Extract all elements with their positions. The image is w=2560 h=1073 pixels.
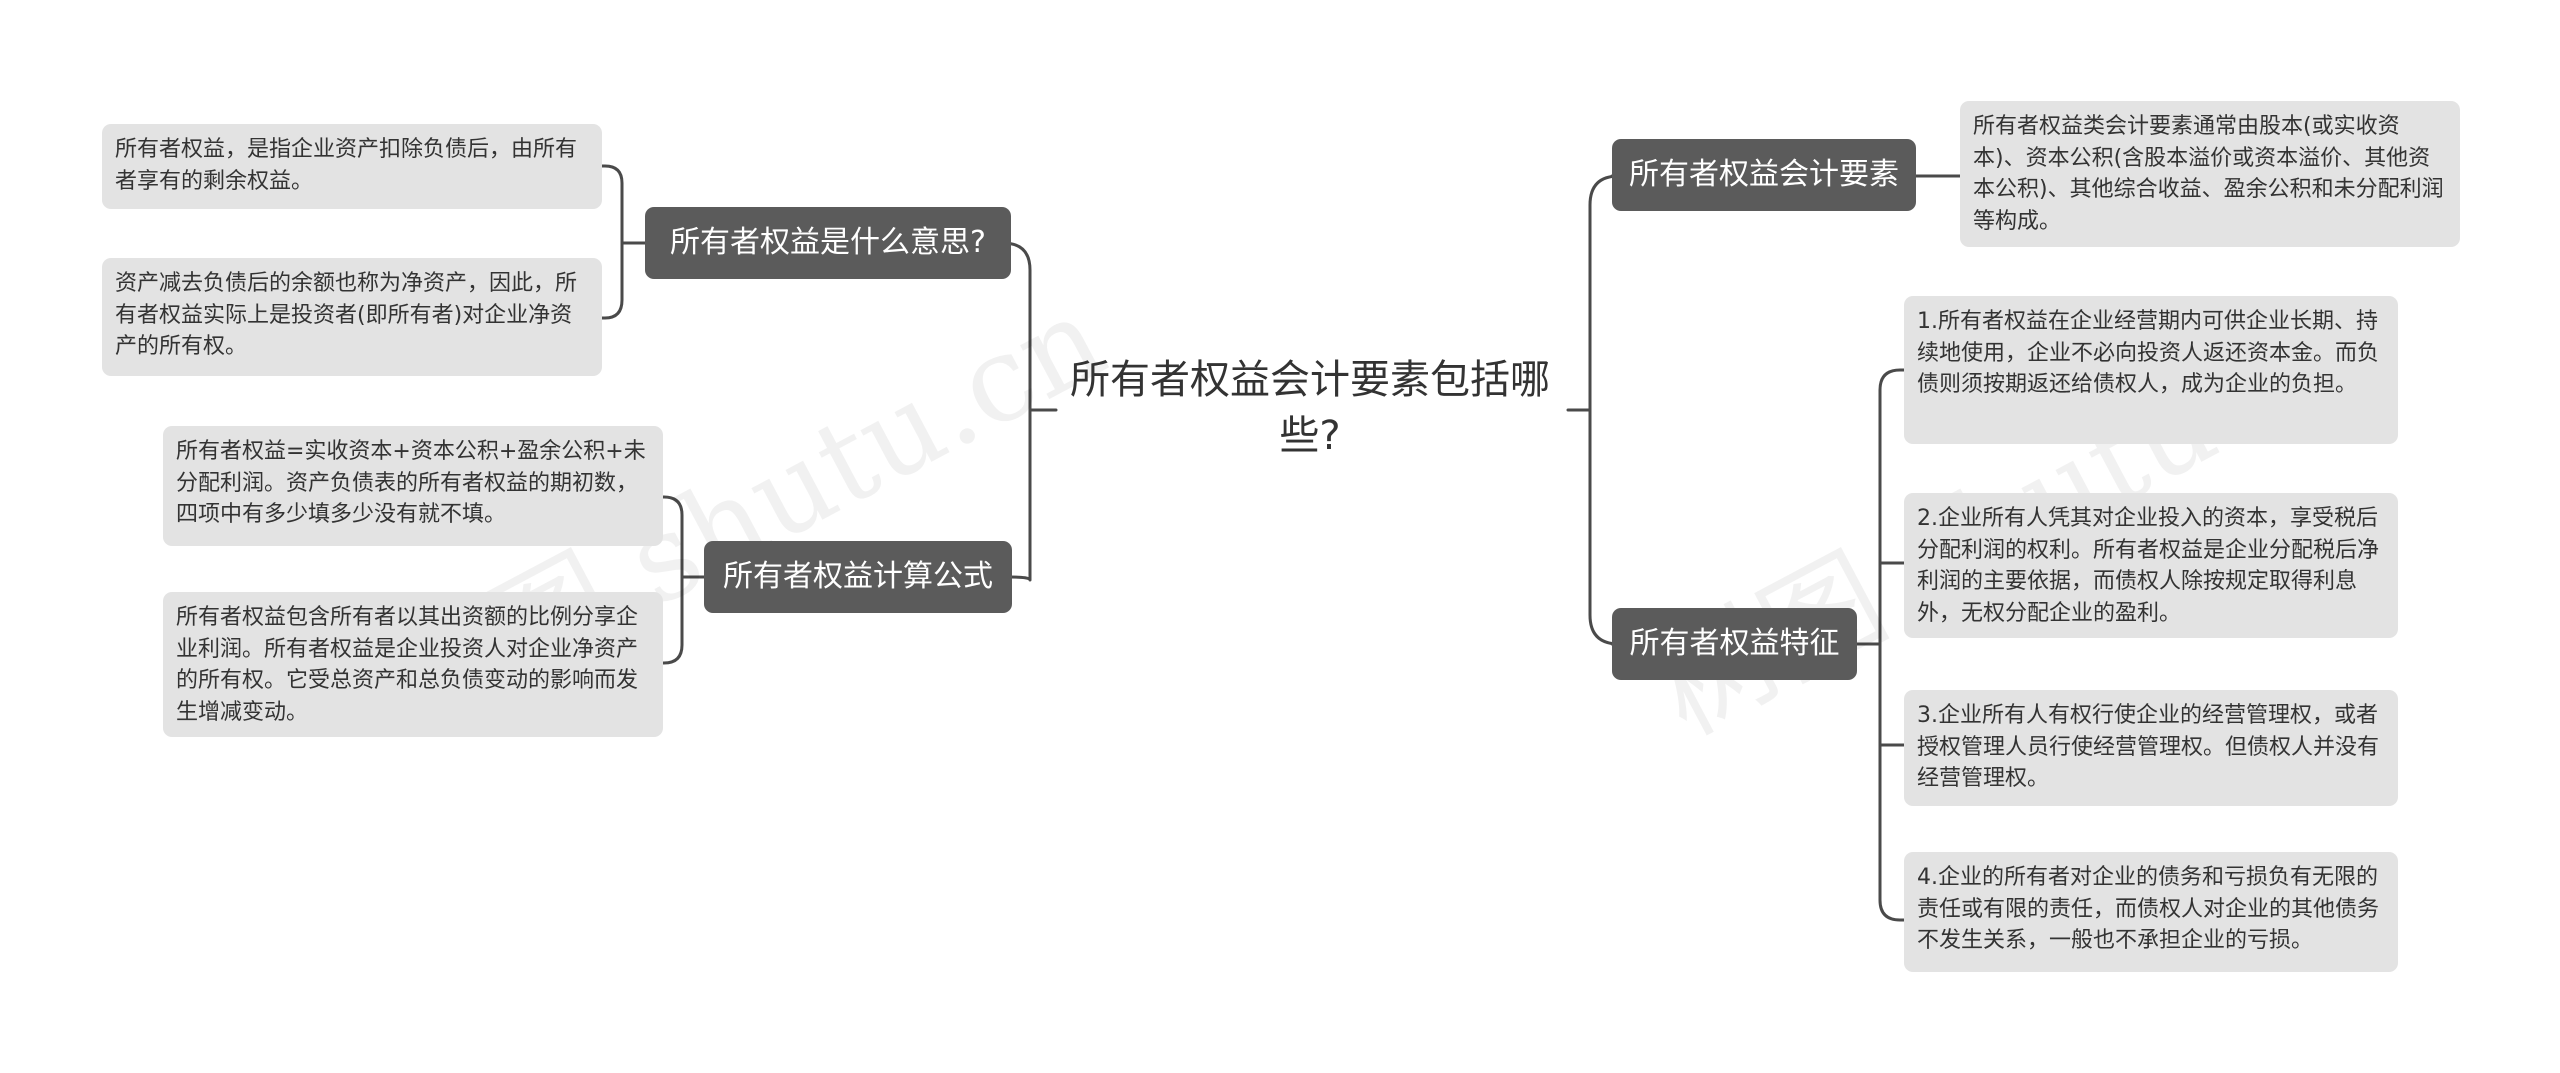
connector-root-left: [1001, 241, 1058, 582]
connector-left-2: [660, 495, 706, 665]
leaf-feature-1[interactable]: 1.所有者权益在企业经营期内可供企业长期、持续地使用，企业不必向投资人返还资本金…: [1904, 296, 2398, 444]
connector-right-2: [1855, 368, 1906, 922]
leaf-feature-2[interactable]: 2.企业所有人凭其对企业投入的资本，享受税后分配利润的权利。所有者权益是企业分配…: [1904, 493, 2398, 638]
leaf-formula-2[interactable]: 所有者权益包含所有者以其出资额的比例分享企业利润。所有者权益是企业投资人对企业净…: [163, 592, 663, 737]
branch-formula[interactable]: 所有者权益计算公式: [704, 541, 1012, 613]
leaf-feature-4[interactable]: 4.企业的所有者对企业的债务和亏损负有无限的责任或有限的责任，而债权人对企业的其…: [1904, 852, 2398, 972]
leaf-meaning-2[interactable]: 资产减去负债后的余额也称为净资产，因此，所有者权益实际上是投资者(即所有者)对企…: [102, 258, 602, 376]
root-topic[interactable]: 所有者权益会计要素包括哪些?: [1070, 357, 1550, 459]
branch-features[interactable]: 所有者权益特征: [1612, 608, 1857, 680]
connector-left-1: [600, 164, 647, 320]
leaf-meaning-1[interactable]: 所有者权益，是指企业资产扣除负债后，由所有者享有的剩余权益。: [102, 124, 602, 209]
leaf-elements-1[interactable]: 所有者权益类会计要素通常由股本(或实收资本)、资本公积(含股本溢价或资本溢价、其…: [1960, 101, 2460, 247]
connector-root-right: [1566, 174, 1621, 646]
leaf-feature-3[interactable]: 3.企业所有人有权行使企业的经营管理权，或者授权管理人员行使经营管理权。但债权人…: [1904, 690, 2398, 806]
branch-meaning[interactable]: 所有者权益是什么意思?: [645, 207, 1011, 279]
branch-elements[interactable]: 所有者权益会计要素: [1612, 139, 1916, 211]
leaf-formula-1[interactable]: 所有者权益=实收资本+资本公积+盈余公积+未分配利润。资产负债表的所有者权益的期…: [163, 426, 663, 546]
